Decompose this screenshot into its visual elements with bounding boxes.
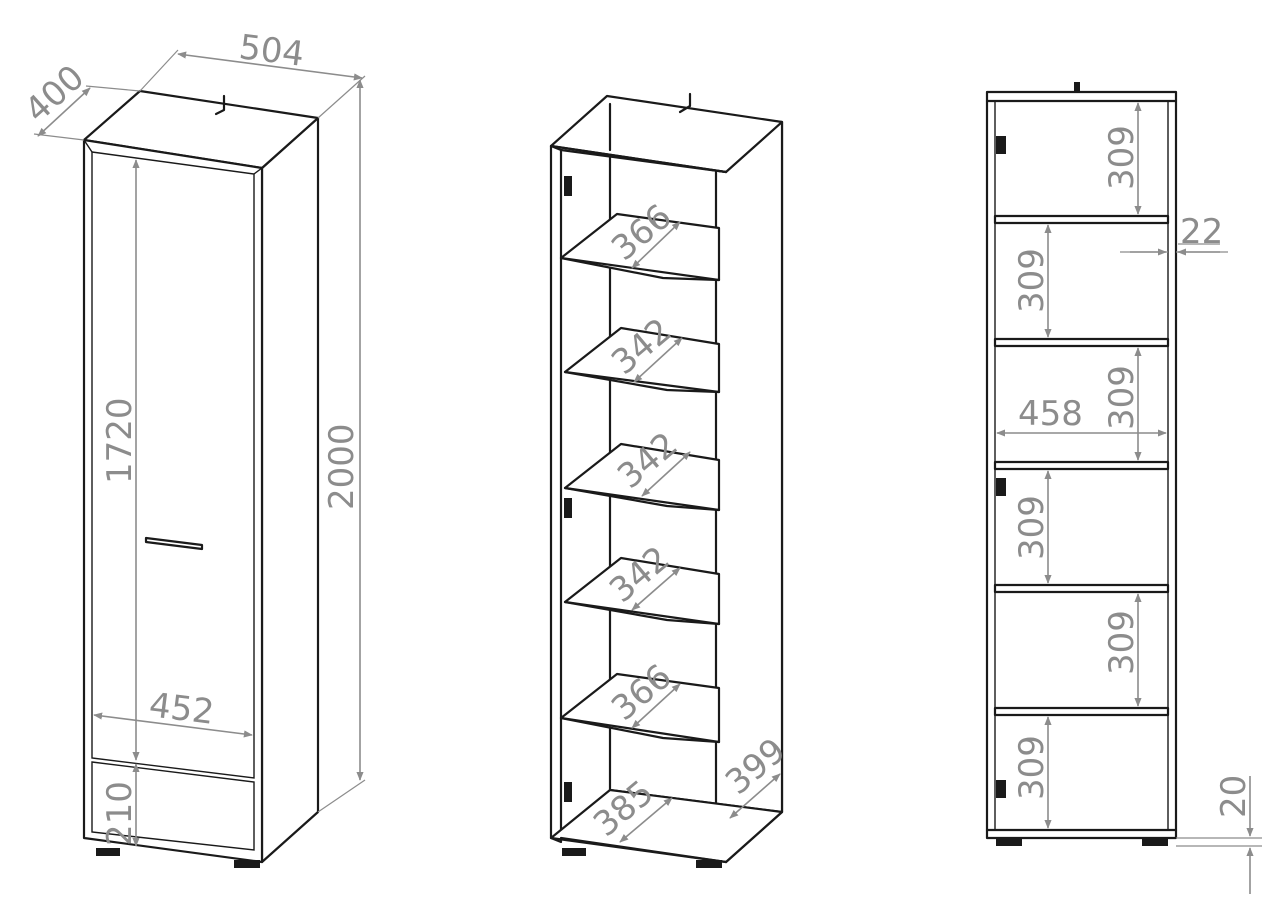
dimension-depth-line bbox=[37, 87, 91, 137]
shelf-board bbox=[993, 214, 1170, 225]
foot bbox=[96, 848, 120, 856]
dimension-shelf-spacing: 309 bbox=[1012, 735, 1052, 800]
dimension-width: 504 bbox=[237, 27, 306, 75]
foot bbox=[562, 848, 586, 856]
open-cabinet-view: 366 342 342 342 366 385 399 bbox=[549, 92, 794, 868]
shelf-board bbox=[993, 337, 1170, 348]
dimension-shelf-spacing: 309 bbox=[1102, 125, 1142, 190]
dimension-shelf-spacing: 309 bbox=[1012, 248, 1052, 313]
hinge bbox=[564, 782, 572, 802]
dimension-drawer-height: 210 bbox=[100, 781, 140, 846]
hinge bbox=[996, 780, 1006, 798]
dimension-board-thickness: 22 bbox=[1180, 212, 1223, 252]
closed-cabinet-front bbox=[82, 138, 264, 864]
hinge bbox=[996, 136, 1006, 154]
closed-cabinet-side bbox=[260, 116, 320, 864]
dimension-shelf-spacing: 309 bbox=[1102, 610, 1142, 675]
dimension-door-height: 1720 bbox=[100, 397, 140, 484]
closed-cabinet-drawer bbox=[91, 761, 255, 851]
hanging-clip bbox=[1074, 82, 1080, 92]
hinge bbox=[564, 176, 572, 196]
shelf-board bbox=[993, 583, 1170, 594]
hinge bbox=[564, 498, 572, 518]
dimension-height: 2000 bbox=[322, 423, 362, 510]
hinge bbox=[996, 478, 1006, 496]
dimension-plinth-height: 20 bbox=[1214, 775, 1254, 818]
dimension-depth: 400 bbox=[17, 58, 92, 131]
dimension-shelf-spacing: 309 bbox=[1012, 495, 1052, 560]
closed-cabinet-door bbox=[91, 151, 255, 779]
open-cabinet-left-side bbox=[549, 144, 563, 844]
dimension-shelf-spacing: 309 bbox=[1102, 365, 1142, 430]
door-handle bbox=[144, 536, 204, 551]
dimension-side-depth-line bbox=[729, 773, 781, 819]
hanging-clip bbox=[214, 94, 226, 116]
hanging-clip bbox=[678, 92, 692, 114]
foot bbox=[234, 860, 260, 868]
foot bbox=[996, 838, 1022, 846]
front-view: 309 309 309 309 309 309 22 458 20 bbox=[985, 82, 1262, 894]
dimension-inner-width: 458 bbox=[1018, 394, 1083, 434]
dimension-width-line bbox=[177, 51, 363, 81]
foot bbox=[1142, 838, 1168, 846]
foot bbox=[696, 860, 722, 868]
closed-cabinet-view: 504 400 2000 1720 452 210 bbox=[17, 27, 366, 868]
shelf-board bbox=[993, 460, 1170, 471]
dimension-inner-width-line bbox=[93, 712, 253, 738]
dimension-inner-width: 452 bbox=[147, 685, 216, 733]
shelf-board bbox=[993, 706, 1170, 717]
